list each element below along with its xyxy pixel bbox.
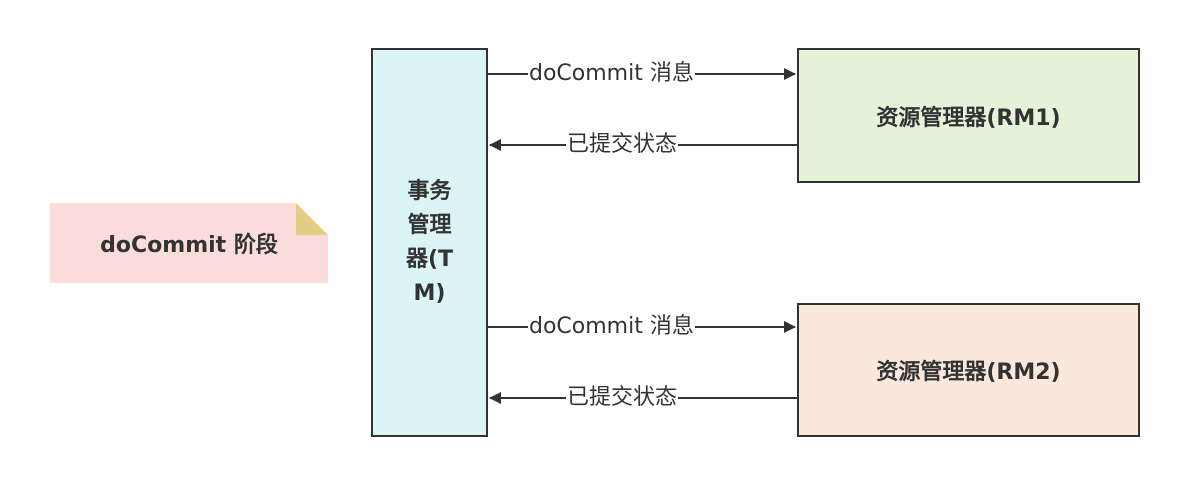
note-fold bbox=[296, 203, 328, 235]
note-label: doCommit 阶段 bbox=[100, 233, 278, 258]
resource-manager-2-node: 资源管理器(RM2) bbox=[797, 303, 1140, 437]
edge-label-committed-rm1: 已提交状态 bbox=[566, 132, 679, 158]
resource-manager-2-label: 资源管理器(RM2) bbox=[876, 360, 1061, 385]
transaction-manager-node: 事务管理器(TM) bbox=[371, 48, 488, 437]
edge-label-docommit-rm2: doCommit 消息 bbox=[528, 314, 695, 340]
edge-label-docommit-rm1: doCommit 消息 bbox=[528, 61, 695, 87]
edge-label-committed-rm2: 已提交状态 bbox=[566, 385, 679, 411]
resource-manager-1-node: 资源管理器(RM1) bbox=[797, 48, 1140, 183]
note-shape bbox=[50, 203, 328, 283]
transaction-manager-label: 事务管理器(TM) bbox=[405, 178, 454, 306]
note-body bbox=[50, 203, 328, 283]
phase-note: doCommit 阶段 bbox=[50, 203, 328, 283]
resource-manager-1-label: 资源管理器(RM1) bbox=[876, 105, 1061, 131]
